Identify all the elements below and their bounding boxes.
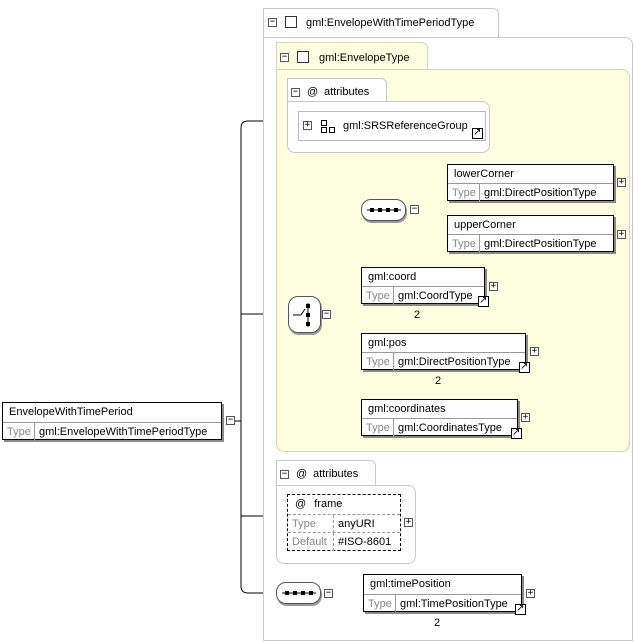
attribute-name: frame	[314, 498, 343, 510]
attribute-frame[interactable]: @ frame Type anyURI Default #ISO-8601	[287, 494, 401, 551]
default-value: #ISO-8601	[338, 536, 392, 548]
inner-attributes-collapse-toggle[interactable]: −	[291, 87, 300, 97]
srs-reference-group-label: gml:SRSReferenceGroup	[343, 120, 468, 132]
sequence-time-collapse-toggle[interactable]: −	[324, 588, 333, 598]
inner-type-tab: − gml:EnvelopeType	[276, 42, 428, 70]
complex-type-icon	[297, 51, 309, 63]
link-arrow-icon[interactable]	[511, 426, 522, 440]
element-gml-time-position[interactable]: gml:timePosition Type gml:TimePositionTy…	[363, 574, 526, 616]
outer-attributes-collapse-toggle[interactable]: −	[280, 469, 289, 479]
outer-type-collapse-toggle[interactable]: −	[268, 17, 277, 27]
gml-time-position-expand-toggle[interactable]: +	[526, 588, 535, 598]
inner-type-collapse-toggle[interactable]: −	[280, 52, 289, 62]
choice-compositor[interactable]	[288, 296, 321, 333]
at-icon: @	[307, 86, 319, 98]
element-upper-corner[interactable]: upperCorner Type gml:DirectPositionType	[447, 215, 614, 253]
sequence-corners-collapse-toggle[interactable]: −	[410, 204, 419, 214]
type-value: gml:CoordinatesType	[398, 422, 502, 434]
outer-attributes-label: attributes	[313, 468, 359, 480]
link-arrow-icon[interactable]	[472, 126, 483, 140]
gml-coordinates-expand-toggle[interactable]: +	[521, 412, 530, 422]
inner-attributes-tab: − @ attributes	[287, 78, 387, 104]
type-value: gml:DirectPositionType	[484, 187, 597, 199]
srs-reference-group[interactable]: + gml:SRSReferenceGroup	[298, 111, 486, 141]
lower-corner-expand-toggle[interactable]: +	[617, 177, 626, 187]
choice-icon	[293, 303, 310, 327]
choice-collapse-toggle[interactable]: −	[322, 309, 331, 319]
element-gml-pos[interactable]: gml:pos Type gml:DirectPositionType	[361, 333, 530, 374]
type-value: gml:TimePositionType	[400, 598, 508, 610]
root-type-key: Type	[3, 423, 35, 441]
gml-coord-expand-toggle[interactable]: +	[489, 281, 498, 291]
element-name: gml:pos	[368, 337, 407, 349]
element-gml-coordinates[interactable]: gml:coordinates Type gml:CoordinatesType	[361, 399, 522, 440]
srs-reference-group-expand-toggle[interactable]: +	[303, 120, 312, 130]
root-type-value: gml:EnvelopeWithTimePeriodType	[39, 426, 208, 438]
gml-pos-expand-toggle[interactable]: +	[530, 346, 539, 356]
outer-type-tab: − gml:EnvelopeWithTimePeriodType	[263, 8, 499, 38]
element-name: gml:coord	[368, 271, 417, 283]
sequence-icon	[367, 208, 401, 212]
outer-attributes-tab: − @ attributes	[276, 460, 376, 486]
type-key: Type	[362, 287, 394, 305]
type-key: Type	[362, 353, 394, 371]
root-collapse-toggle[interactable]: −	[226, 415, 235, 425]
type-key: Type	[448, 184, 480, 202]
sequence-compositor-time[interactable]	[276, 582, 321, 604]
link-arrow-icon[interactable]	[519, 360, 530, 374]
frame-expand-toggle[interactable]: +	[404, 517, 413, 527]
at-icon: @	[295, 498, 307, 510]
sequence-icon	[282, 591, 316, 595]
link-arrow-icon[interactable]	[515, 602, 526, 616]
type-value: gml:CoordType	[398, 290, 473, 302]
root-element-envelope-with-time-period[interactable]: EnvelopeWithTimePeriod Type gml:Envelope…	[2, 402, 222, 441]
link-arrow-icon[interactable]	[478, 294, 489, 308]
sequence-compositor-corners[interactable]	[361, 199, 406, 221]
default-key: Default	[288, 533, 334, 551]
root-element-name: EnvelopeWithTimePeriod	[9, 406, 133, 418]
type-value: anyURI	[338, 518, 375, 530]
gml-coord-occurrence: 2	[413, 309, 421, 321]
type-key: Type	[362, 419, 394, 437]
attribute-group-icon	[321, 120, 335, 133]
type-key: Type	[448, 235, 480, 253]
element-gml-coord[interactable]: gml:coord Type gml:CoordType	[361, 267, 489, 308]
element-name: gml:timePosition	[370, 578, 451, 590]
upper-corner-expand-toggle[interactable]: +	[617, 229, 626, 239]
element-lower-corner[interactable]: lowerCorner Type gml:DirectPositionType	[447, 164, 614, 202]
complex-type-icon	[285, 16, 297, 28]
element-name: upperCorner	[454, 219, 516, 231]
type-value: gml:DirectPositionType	[484, 238, 597, 250]
element-name: gml:coordinates	[368, 403, 446, 415]
inner-type-label: gml:EnvelopeType	[319, 52, 410, 64]
element-name: lowerCorner	[454, 168, 514, 180]
type-key: Type	[364, 595, 396, 613]
outer-type-label: gml:EnvelopeWithTimePeriodType	[306, 17, 475, 29]
inner-attributes-label: attributes	[324, 86, 370, 98]
type-key: Type	[288, 515, 334, 533]
gml-time-position-occurrence: 2	[433, 617, 441, 629]
type-value: gml:DirectPositionType	[398, 356, 511, 368]
at-icon: @	[296, 468, 308, 480]
gml-pos-occurrence: 2	[434, 375, 442, 387]
